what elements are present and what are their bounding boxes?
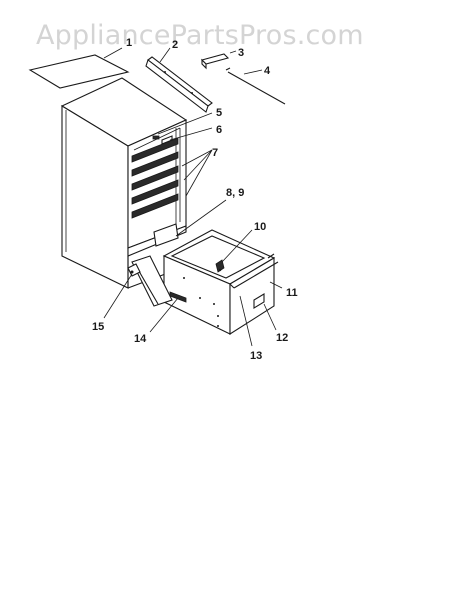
callout-2: 2	[172, 39, 178, 51]
part-1-top-panel	[28, 47, 130, 89]
part-2-bracket	[145, 47, 213, 113]
watermark-text: AppliancePartsPros.com	[36, 20, 364, 51]
callout-13: 13	[250, 350, 262, 362]
drawer-box	[162, 229, 279, 336]
part-7-slats	[131, 137, 213, 219]
part-10-clip	[215, 229, 253, 273]
callout-8-9: 8, 9	[226, 187, 244, 199]
leader-11	[269, 281, 283, 289]
leader-13	[239, 295, 253, 347]
callout-11: 11	[286, 287, 298, 299]
callout-3: 3	[238, 47, 244, 59]
callout-12: 12	[276, 332, 288, 344]
part-4-rod	[225, 67, 286, 105]
callout-6: 6	[216, 124, 222, 136]
part-8-9-rail	[153, 199, 227, 247]
part-12-label	[253, 293, 277, 331]
callout-4: 4	[264, 65, 271, 77]
part-14-15-slides	[103, 255, 187, 333]
cabinet-body	[60, 77, 188, 289]
callout-5: 5	[216, 107, 222, 119]
callout-7: 7	[212, 147, 218, 159]
callout-14: 14	[134, 333, 147, 345]
callout-1: 1	[126, 37, 132, 49]
callout-10: 10	[254, 221, 266, 233]
callout-15: 15	[92, 321, 104, 333]
part-3-clip	[200, 50, 237, 70]
